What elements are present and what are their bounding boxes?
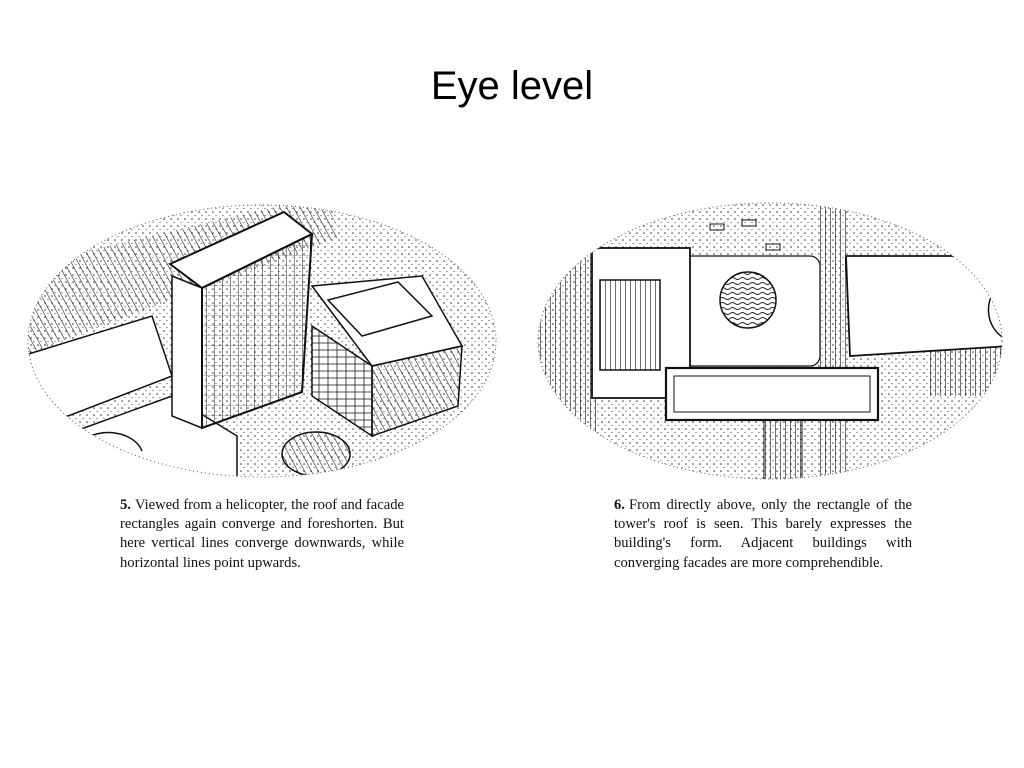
helicopter-view-illustration <box>22 196 502 486</box>
figure-6-text: From directly above, only the rectangle … <box>614 497 912 571</box>
figure-5-caption: 5.Viewed from a helicopter, the roof and… <box>120 496 404 573</box>
figure-6-number: 6. <box>614 497 625 513</box>
figure-5-text: Viewed from a helicopter, the roof and f… <box>120 497 404 571</box>
slide-title: Eye level <box>430 64 594 108</box>
figure-5-number: 5. <box>120 497 131 513</box>
figure-6-caption: 6.From directly above, only the rectangl… <box>614 496 912 573</box>
top-down-view-illustration <box>530 196 1010 486</box>
